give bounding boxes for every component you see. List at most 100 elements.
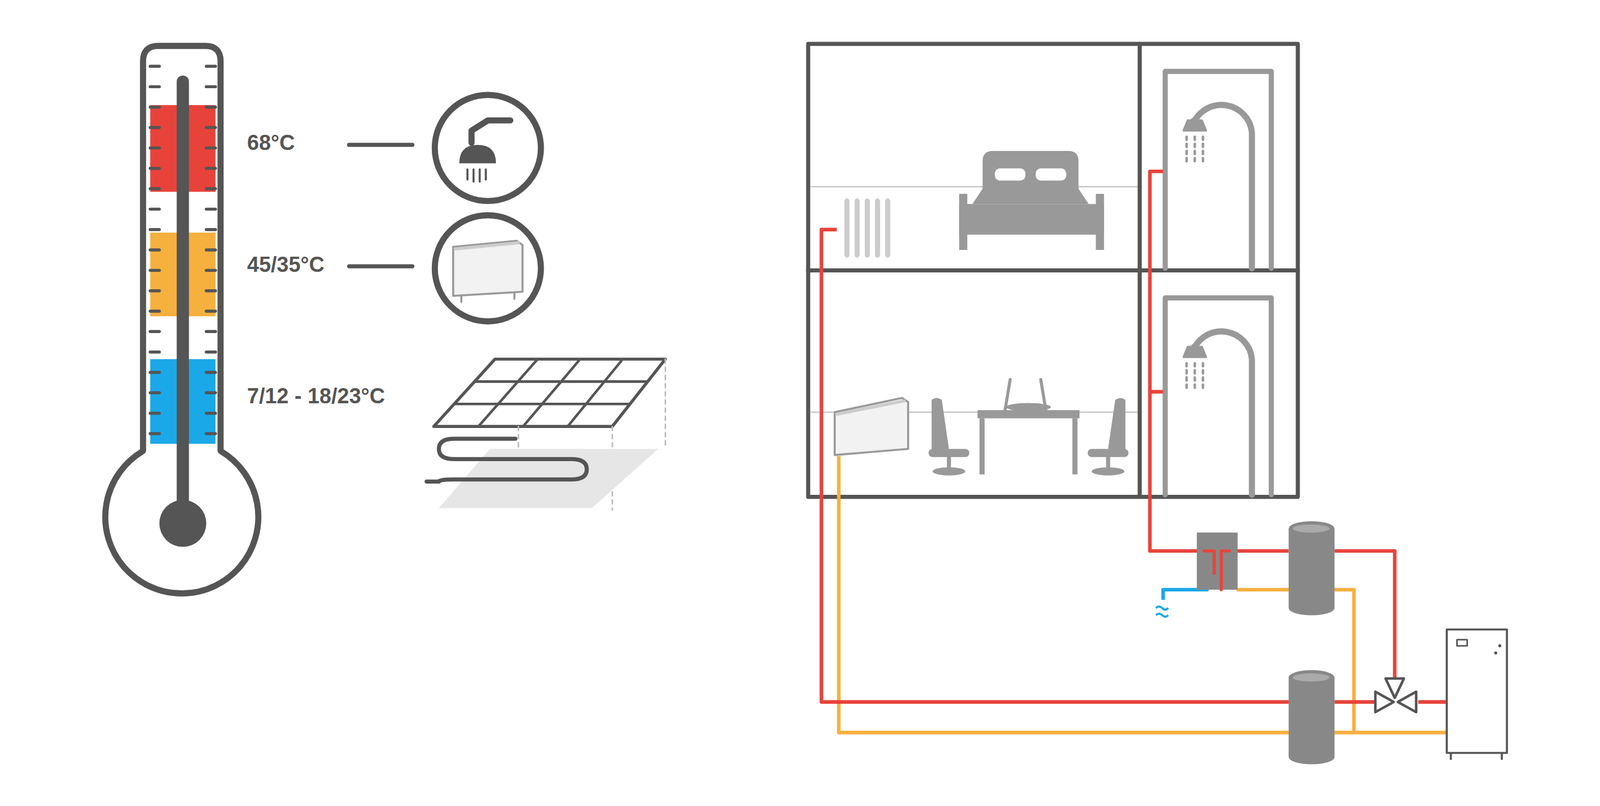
bed-part <box>982 151 1079 189</box>
tick-mark <box>149 411 159 415</box>
fancoil-icon-part <box>434 215 541 322</box>
tick-mark <box>206 187 216 190</box>
radiator-part <box>844 201 850 255</box>
tick-mark <box>206 330 216 334</box>
shower-rooms-part <box>1183 120 1206 357</box>
fancoil-icon <box>434 215 541 322</box>
tick-mark <box>149 309 159 313</box>
fancoil-icon-part <box>455 242 519 249</box>
fancoil-part <box>836 400 905 415</box>
shower-icon-part-part <box>484 169 487 180</box>
tick-mark <box>149 166 159 170</box>
tick-mark <box>149 207 159 211</box>
dining-part <box>1108 397 1126 451</box>
three-way-valve-part <box>1397 691 1417 713</box>
dining-part <box>1105 456 1110 469</box>
bed-part <box>959 203 1105 235</box>
bed-part <box>1035 168 1066 181</box>
bed-part <box>959 193 968 250</box>
shower-rooms-part <box>1186 136 1203 388</box>
dining-part <box>1087 448 1129 458</box>
tick-mark <box>149 391 159 395</box>
radiator-part <box>854 201 860 255</box>
heat-pump-part <box>1450 753 1502 760</box>
tick-mark <box>206 411 216 415</box>
dining-part <box>979 418 985 475</box>
ceiling-panel-part <box>454 358 649 427</box>
tick-mark <box>206 269 216 272</box>
tick-mark <box>149 248 159 252</box>
temperature-label: 7/12 - 18/23°C <box>247 384 385 409</box>
heat-exchanger-part <box>1196 532 1238 590</box>
tick-mark <box>206 146 216 150</box>
dining-part <box>1005 403 1051 412</box>
dining-part <box>946 456 951 469</box>
tick-mark <box>149 228 159 231</box>
tick-mark <box>206 309 216 313</box>
shower-icon <box>434 94 541 202</box>
pipes-part <box>1155 606 1169 617</box>
tick-mark <box>149 187 159 190</box>
three-way-valve <box>1375 678 1417 713</box>
shower-rooms-part <box>1165 71 1272 269</box>
fancoil-part <box>834 397 909 455</box>
panel-grid-line <box>567 358 623 427</box>
ceiling-panel-part <box>438 438 587 482</box>
heat-pump-part <box>1456 639 1467 646</box>
bed-part <box>1095 193 1105 250</box>
temperature-label: 45/35°C <box>247 252 325 277</box>
dining-part <box>928 448 970 458</box>
tick-mark <box>206 370 216 374</box>
tanks-part <box>1288 669 1335 765</box>
shower-icon-part-part <box>466 169 469 180</box>
tick-mark <box>206 350 216 354</box>
dining <box>928 379 1129 476</box>
bed-part <box>994 168 1025 181</box>
tanks-part <box>1292 524 1330 533</box>
heat-pump-part <box>1494 651 1498 655</box>
pipes <box>821 171 1449 733</box>
thermometer <box>105 46 258 594</box>
ceiling-panel <box>426 358 666 510</box>
tick-mark <box>149 105 159 109</box>
radiator-part <box>874 201 881 255</box>
thermometer-part <box>176 81 190 510</box>
tick-mark <box>206 125 216 129</box>
bed-part <box>972 185 1089 205</box>
radiator-part <box>885 201 891 255</box>
pipes-part <box>1150 171 1396 679</box>
heat-exchanger <box>1196 532 1238 590</box>
thermometer-part <box>159 499 207 547</box>
radiator-part <box>864 201 870 255</box>
tick-mark <box>206 289 216 293</box>
shower-icon-part <box>459 144 496 164</box>
leader-lines-part <box>349 263 413 268</box>
panel-grid-line <box>454 402 631 406</box>
shower-rooms-part-part <box>1186 136 1203 388</box>
tick-mark <box>206 248 216 252</box>
pipes-part <box>821 229 1447 703</box>
dining-part <box>1072 418 1078 475</box>
tick-mark <box>149 146 159 150</box>
bed <box>959 151 1105 250</box>
temperature-label: 68°C <box>247 130 295 156</box>
tick-mark <box>149 289 159 293</box>
tanks-part <box>1288 521 1335 616</box>
tick-mark <box>149 269 159 272</box>
tick-mark <box>149 330 159 334</box>
tick-mark <box>206 431 216 435</box>
dining-part <box>931 397 950 451</box>
heat-pump-part <box>1446 629 1507 754</box>
tick-mark <box>206 166 216 170</box>
tick-mark <box>149 125 159 129</box>
three-way-valve-part <box>1375 691 1394 713</box>
ceiling-panel-part <box>426 479 440 484</box>
dining-part <box>932 467 966 476</box>
tanks <box>1288 521 1335 765</box>
panel-grid-line <box>522 358 581 427</box>
three-way-valve-part <box>1385 678 1405 699</box>
tick-mark <box>206 64 216 68</box>
ceiling-panel-part <box>433 358 665 427</box>
leader-lines <box>349 144 413 267</box>
